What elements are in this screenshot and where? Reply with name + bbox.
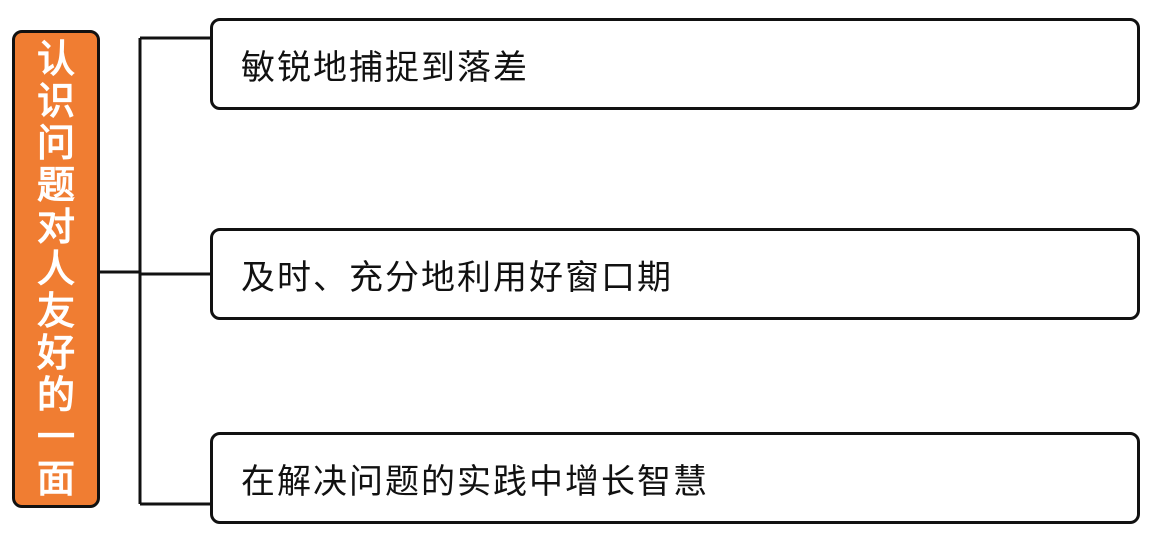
branch-node-2: 及时、充分地利用好窗口期 xyxy=(210,228,1140,320)
root-node-label: 认识问题对人友好的一面 xyxy=(37,37,76,501)
branch-node-label: 在解决问题的实践中增长智慧 xyxy=(241,461,709,502)
branch-node-label: 及时、充分地利用好窗口期 xyxy=(241,257,673,298)
root-node: 认识问题对人友好的一面 xyxy=(12,30,100,508)
branch-node-label: 敏锐地捕捉到落差 xyxy=(241,47,529,88)
branch-node-1: 敏锐地捕捉到落差 xyxy=(210,18,1140,110)
branch-node-3: 在解决问题的实践中增长智慧 xyxy=(210,432,1140,524)
